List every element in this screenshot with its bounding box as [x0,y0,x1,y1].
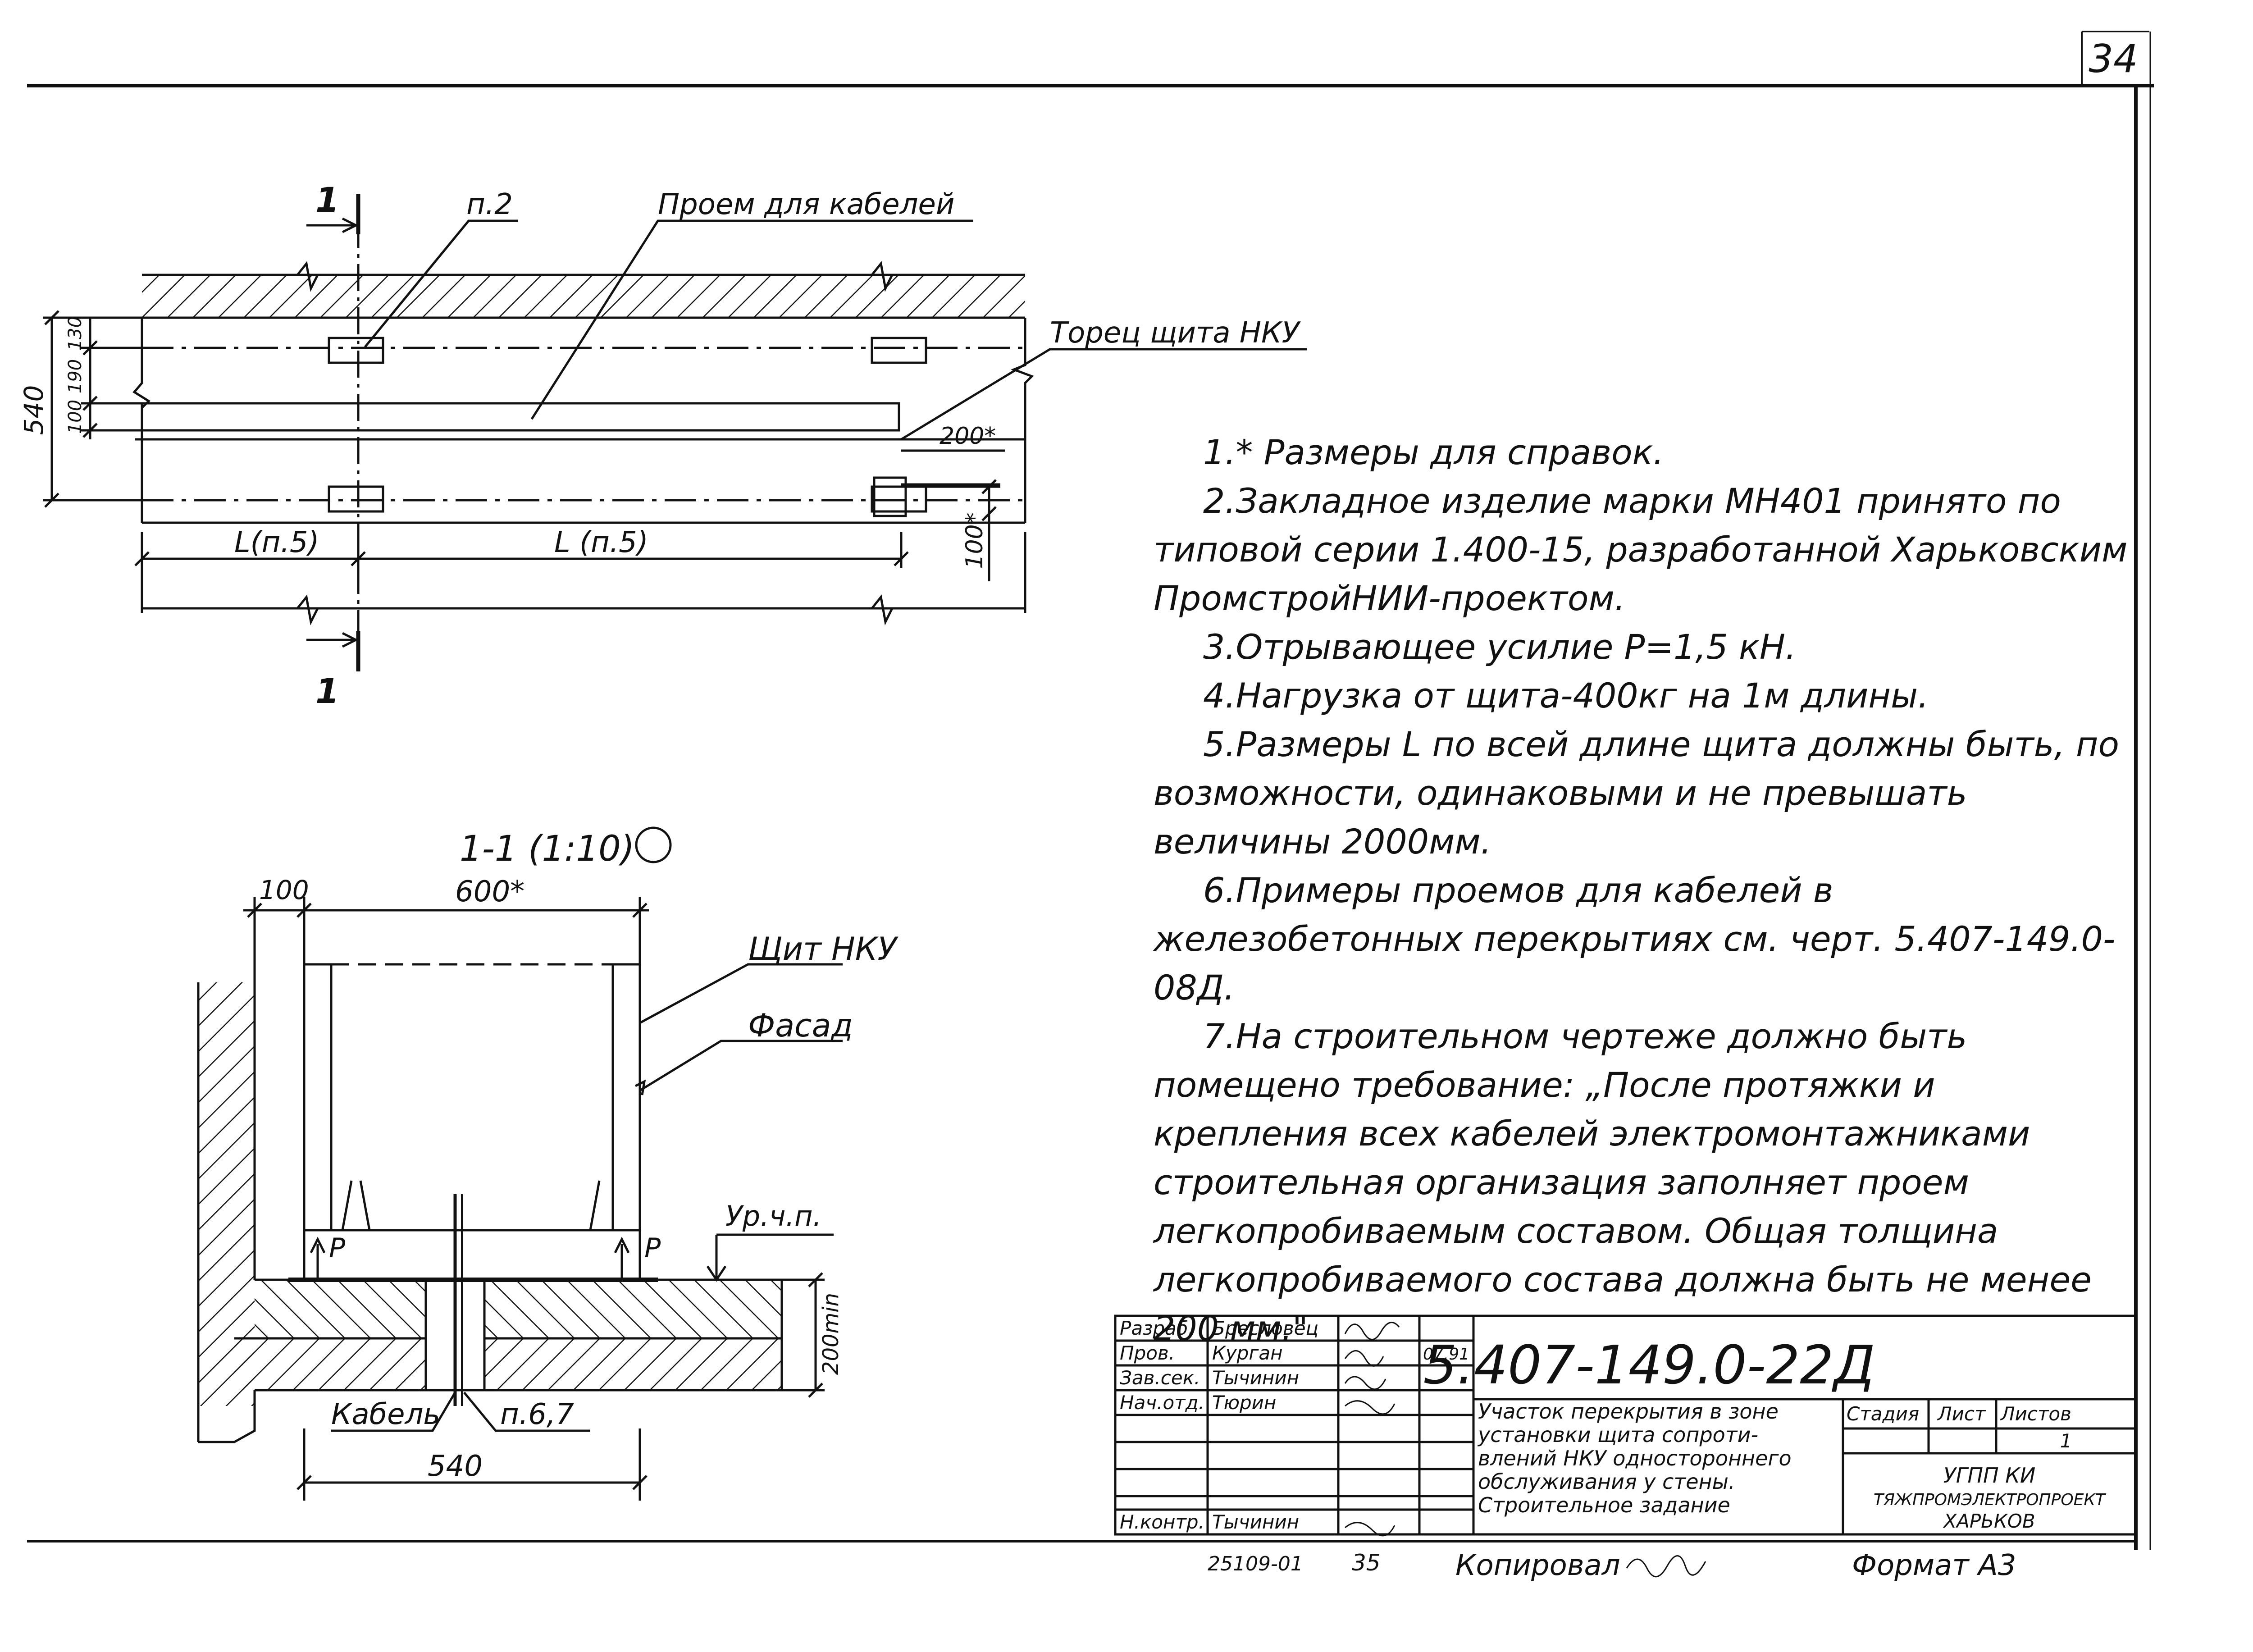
note-6: 6.Примеры проемов для кабелей в железобе… [1154,870,2116,1008]
name-7: Тычинин [1212,1511,1299,1533]
footer-num: 35 [1352,1550,1381,1576]
description-line-2: влений НКУ одностороннего [1478,1446,1792,1470]
col-stage: Стадия [1847,1403,1919,1425]
dim-200-star: 200* [940,423,996,450]
name-2: Тычинин [1212,1367,1299,1389]
label-items-6-7: п.6,7 [500,1398,574,1431]
footer-copied: Копировал [1455,1549,1620,1582]
col-sheet: Лист [1937,1403,1986,1425]
copier-signature [1626,1555,1706,1578]
label-p-right: P [644,1232,661,1264]
name-1: Курган [1212,1342,1283,1364]
section-view [197,826,843,1501]
notes-block: 1.* Размеры для справок. 2.Закладное изд… [1154,428,2136,1353]
description-line-0: Участок перекрытия в зоне [1478,1399,1779,1424]
document-designation: 5.407-149.0-22Д [1423,1334,1875,1396]
col-sheets: Листов [2000,1403,2071,1425]
org-line-1: ТЯЖПРОМЭЛЕКТРОПРОЕКТ [1874,1491,2107,1509]
label-floor-level: Ур.ч.п. [725,1200,821,1232]
note-7: 7.На строительном чертеже должно быть по… [1154,1016,2092,1348]
label-cable: Кабель [331,1398,440,1431]
role-0: Разраб. [1120,1317,1194,1339]
section-dim-100: 100 [259,875,309,905]
name-0: Бресловец [1212,1317,1318,1339]
label-p-left: P [329,1232,346,1264]
section-title: 1-1 (1:10) [460,829,634,869]
dim-540: 540 [18,385,49,435]
signatures [1344,1322,1400,1537]
note-2: 2.Закладное изделие марки МН401 принято … [1154,481,2128,618]
label-cable-opening: Проем для кабелей [658,188,955,221]
role-2: Зав.сек. [1120,1367,1200,1389]
sheets-count: 1 [2060,1430,2072,1452]
title-names: Бресловец Курган Тычинин Тюрин Тычинин [1212,1317,1318,1533]
plan-view [43,194,1307,671]
dim-200min: 200min [818,1293,844,1375]
org-line-0: УГПП КИ [1943,1463,2036,1488]
section-dim-540: 540 [428,1450,483,1483]
role-7: Н.контр. [1120,1511,1204,1533]
section-dim-600: 600* [455,875,524,908]
approval-date: 07.91 [1423,1345,1469,1364]
role-1: Пров. [1120,1342,1175,1364]
title-roles: Разраб. Пров. Зав.сек. Нач.отд. Н.контр. [1120,1317,1204,1533]
dim-190: 190 [65,359,86,393]
section-mark-top: 1 [315,180,339,220]
note-5: 5.Размеры L по всей длине щита должны бы… [1154,724,2120,862]
description-line-4: Строительное задание [1478,1493,1730,1517]
dim-100-star: 100* [961,512,988,569]
page-number: 34 [2089,37,2138,82]
label-panel-end: Торец щита НКУ [1050,316,1301,350]
role-3: Нач.отд. [1120,1392,1204,1414]
description-line-1: установки щита сопроти- [1477,1423,1758,1447]
dim-L-left: L(п.5) [234,526,319,559]
dim-L-right: L (п.5) [554,526,648,559]
label-facade: Фасад [748,1007,853,1044]
footer-inv: 25109-01 [1208,1552,1303,1575]
dim-130: 130 [65,316,86,351]
dim-100: 100 [65,400,86,434]
org-line-2: ХАРЬКОВ [1943,1510,2035,1532]
section-mark-bottom: 1 [315,671,339,711]
sheet-frame [27,31,2154,1550]
title-block [1114,1314,2137,1536]
note-4: 4.Нагрузка от щита-400кг на 1м длины. [1203,675,1929,716]
description: Участок перекрытия в зоне установки щита… [1477,1399,1792,1517]
footer-format: Формат А3 [1852,1549,2016,1582]
label-panel-nku: Щит НКУ [748,931,898,967]
name-3: Тюрин [1212,1392,1276,1414]
label-item-2: п.2 [466,188,513,221]
note-1: 1.* Размеры для справок. [1203,432,1664,472]
note-3: 3.Отрывающее усилие P=1,5 кН. [1203,627,1797,667]
description-line-3: обслуживания у стены. [1478,1469,1735,1494]
